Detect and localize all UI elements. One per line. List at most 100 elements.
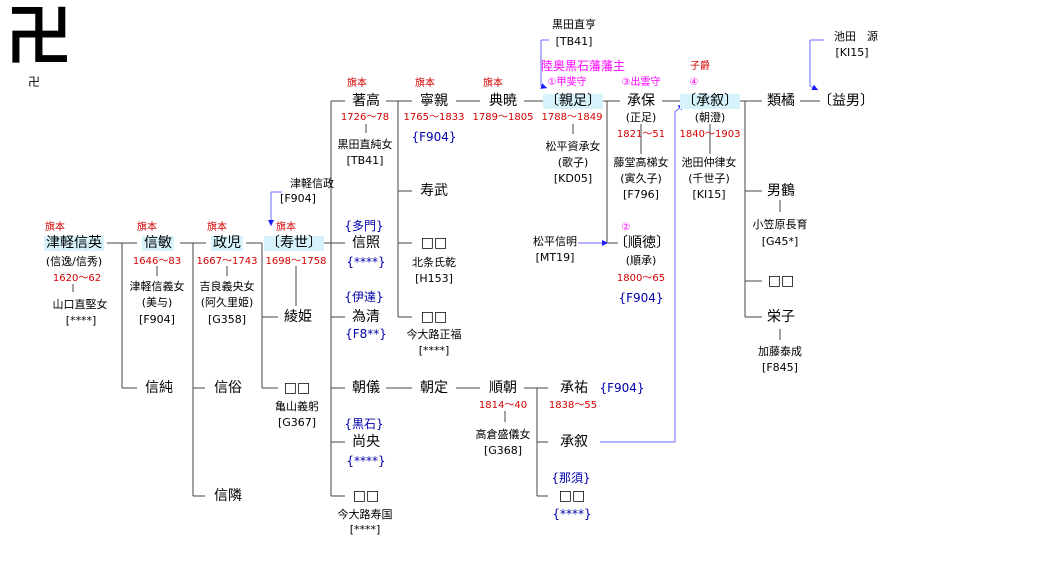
source-ref: {****} xyxy=(346,454,386,468)
person-hisatake[interactable]: 寿武 xyxy=(420,183,448,199)
spouse-label: 黒田直純女 xyxy=(337,138,393,151)
person-alias: (順承) xyxy=(625,254,657,267)
source-ref: {F904} xyxy=(599,381,645,395)
person-naohisa[interactable]: 尚央 xyxy=(352,434,380,450)
person-juncho[interactable]: 順朝 xyxy=(489,380,517,396)
person-tsugumichi[interactable]: 〔承叙〕 xyxy=(680,93,740,110)
person-unknown1[interactable]: □□ xyxy=(283,380,311,396)
person-dates: 1765～1833 xyxy=(403,112,465,123)
spouse-label: 吉良義央女 xyxy=(199,280,255,293)
spouse-name: (阿久里姫) xyxy=(200,296,254,309)
person-ayahime[interactable]: 綾姫 xyxy=(284,309,312,325)
succession-mark: ② xyxy=(621,222,631,233)
source-ref: [****] xyxy=(65,314,97,327)
person-yasuchika[interactable]: 寧親 xyxy=(420,93,448,109)
person-akitaka[interactable]: 著高 xyxy=(352,93,380,109)
person-tomonori[interactable]: 朝儀 xyxy=(352,380,380,396)
spouse-label: 小笠原長育 xyxy=(752,218,808,231)
source-ref: {****} xyxy=(346,255,386,269)
person-dates: 1788～1849 xyxy=(541,112,603,123)
rank-label: 旗本 xyxy=(415,78,435,89)
source-ref: [F904] xyxy=(139,313,175,326)
person-alias: (信逸/信秀) xyxy=(45,255,103,268)
source-ref: {F904} xyxy=(411,130,457,144)
spouse-label: 今大路正福 xyxy=(406,328,462,341)
person-tamekiyo[interactable]: 為清 xyxy=(352,309,380,325)
rank-label: 旗本 xyxy=(483,78,503,89)
source-ref: [H153] xyxy=(415,272,453,285)
person-unknown4[interactable]: □□ xyxy=(420,309,448,325)
person-unknown2[interactable]: □□ xyxy=(352,488,380,504)
person-juntoku[interactable]: 〔順徳〕 xyxy=(614,235,670,251)
adoptive-origin: 津軽信政 xyxy=(290,177,334,190)
branch-tag: {黒石} xyxy=(344,417,384,431)
person-nobuzoku[interactable]: 信俗 xyxy=(214,380,242,396)
source-ref: [****] xyxy=(349,523,381,536)
spouse-name: (千世子) xyxy=(688,172,730,185)
rank-label: 旗本 xyxy=(137,222,157,233)
person-hisayo[interactable]: 〔寿世〕 xyxy=(264,235,324,252)
person-dates: 1838～55 xyxy=(548,400,598,411)
source-ref: [G45*] xyxy=(761,235,799,248)
person-unknown3[interactable]: □□ xyxy=(420,235,448,251)
source-ref: [KI15] xyxy=(692,188,726,201)
person-tsugunobu-2[interactable]: 承叙 xyxy=(560,434,588,450)
source-ref: {****} xyxy=(552,507,592,521)
rank-label: 旗本 xyxy=(347,78,367,89)
rank-label: 子爵 xyxy=(690,61,710,72)
source-ref: [G367] xyxy=(277,416,317,429)
spouse-label: 亀山義躬 xyxy=(275,400,319,413)
person-dates: 1667～1743 xyxy=(196,256,258,267)
adoptive-origin: 池田 源 xyxy=(834,30,878,43)
person-alias: (朝澄) xyxy=(694,111,726,124)
person-nobutoshi[interactable]: 信敏 xyxy=(142,235,174,252)
adoptive-origin: 黒田直亨 xyxy=(552,18,596,31)
person-unknown6[interactable]: □□ xyxy=(767,273,795,289)
person-ruiki[interactable]: 類橘 xyxy=(767,93,795,109)
person-dates: 1789～1805 xyxy=(472,112,534,123)
person-dates: 1646～83 xyxy=(132,256,182,267)
spouse-label: 山口直堅女 xyxy=(52,298,108,311)
spouse-label: 加藤泰成 xyxy=(758,345,802,358)
spouse-name: (歌子) xyxy=(557,156,589,169)
person-otoko[interactable]: 男鶴 xyxy=(767,183,795,199)
person-tsuguyasu[interactable]: 承保 xyxy=(627,93,655,109)
source-ref: [TB41] xyxy=(555,35,593,48)
source-ref: [****] xyxy=(418,344,450,357)
spouse-label: 池田仲律女 xyxy=(681,156,737,169)
branch-tag: {那須} xyxy=(551,471,591,485)
source-ref: [F904] xyxy=(280,192,316,205)
person-unknown5[interactable]: □□ xyxy=(558,488,586,504)
person-dates: 1814～40 xyxy=(478,400,528,411)
rank-label: 旗本 xyxy=(45,222,65,233)
person-masaaki[interactable]: 政児 xyxy=(211,235,243,252)
person-noriaki[interactable]: 典暁 xyxy=(489,93,517,109)
source-ref: [G368] xyxy=(483,444,523,457)
succession-mark: ④ xyxy=(689,77,699,88)
source-ref: [F796] xyxy=(623,188,659,201)
source-ref: [G358] xyxy=(207,313,247,326)
person-chikatari[interactable]: 〔親足〕 xyxy=(543,93,603,110)
source-ref: {F904} xyxy=(618,291,664,305)
spouse-label: 津軽信義女 xyxy=(129,280,185,293)
person-dates: 1698～1758 xyxy=(265,256,327,267)
person-dates: 1821～51 xyxy=(616,129,666,140)
person-eiko[interactable]: 栄子 xyxy=(767,309,795,325)
person-dates: 1840～1903 xyxy=(679,129,741,140)
person-nobuchika[interactable]: 信隣 xyxy=(214,488,242,504)
branch-tag: {多門} xyxy=(344,219,384,233)
manji-crest-icon: 卍 xyxy=(6,0,72,75)
person-nobuhide[interactable]: 津軽信英 xyxy=(44,235,104,252)
spouse-label: 今大路寿国 xyxy=(337,508,393,521)
person-tsuguhiro[interactable]: 承祐 xyxy=(560,380,588,396)
person-nobuteru[interactable]: 信照 xyxy=(352,235,380,251)
adoptive-origin: 松平信明 xyxy=(533,235,577,248)
spouse-label: 藤堂高梯女 xyxy=(613,156,669,169)
person-yoshio[interactable]: 〔益男〕 xyxy=(818,93,874,109)
person-nobuzumi[interactable]: 信純 xyxy=(145,380,173,396)
rank-label: 旗本 xyxy=(276,222,296,233)
person-tomosada[interactable]: 朝定 xyxy=(420,380,448,396)
spouse-name: (寅久子) xyxy=(620,172,662,185)
spouse-label: 高倉盛儀女 xyxy=(475,428,531,441)
